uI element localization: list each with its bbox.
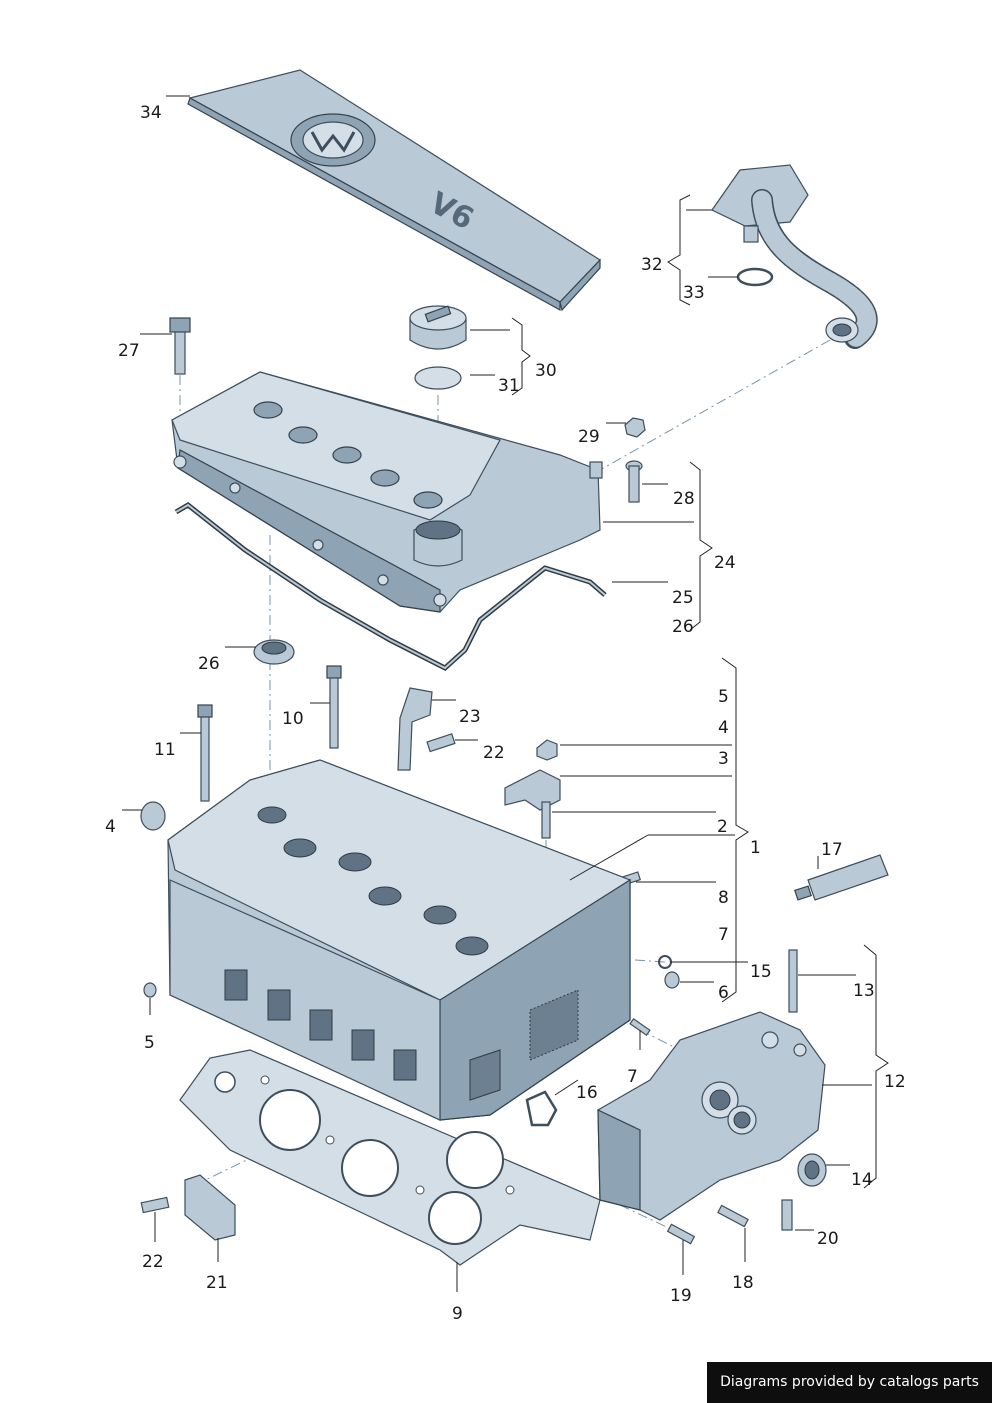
callout-12: 12 (884, 1072, 906, 1092)
engine-cover: V6 (187, 69, 601, 312)
callout-26-left: 26 (198, 654, 220, 674)
pin-7 (629, 1017, 651, 1037)
bolt-20 (781, 1199, 793, 1231)
callout-17: 17 (821, 840, 843, 860)
breather-hose (711, 164, 878, 349)
bolt-22-lower (140, 1196, 170, 1214)
oil-filler-cap (409, 305, 467, 350)
seal-16 (525, 1090, 558, 1127)
filler-cap-seal-ring (414, 366, 462, 390)
callout-32: 32 (641, 255, 663, 275)
callout-23: 23 (459, 707, 481, 727)
callout-4-left: 4 (105, 817, 116, 837)
shaft-seal-14 (797, 1153, 827, 1187)
callout-13: 13 (853, 981, 875, 1001)
hose-seal-ring (736, 267, 774, 287)
callout-15: 15 (750, 962, 772, 982)
stud-2 (541, 801, 551, 839)
callout-6: 6 (718, 983, 729, 1003)
callout-22-upper: 22 (483, 743, 505, 763)
callout-5-right: 5 (718, 687, 729, 707)
callout-25: 25 (672, 588, 694, 608)
bushing-28 (625, 460, 643, 503)
callout-27: 27 (118, 341, 140, 361)
cylinder-head-gasket (179, 1049, 601, 1266)
callout-22-lower: 22 (142, 1252, 164, 1272)
callout-16: 16 (576, 1083, 598, 1103)
cylinder-head-cover (171, 371, 603, 613)
plug-5 (143, 982, 157, 998)
callout-4-right: 4 (718, 718, 729, 738)
head-cover-gasket (174, 501, 607, 672)
callout-20: 20 (817, 1229, 839, 1249)
nut-29 (624, 417, 646, 438)
callout-2: 2 (717, 817, 728, 837)
bolt-11 (197, 704, 213, 802)
callout-30: 30 (535, 361, 557, 381)
callout-29: 29 (578, 427, 600, 447)
bolt-19 (666, 1223, 696, 1245)
callout-1: 1 (750, 838, 761, 858)
bearing-cap-3-4 (504, 739, 561, 811)
callout-24: 24 (714, 553, 736, 573)
callout-33: 33 (683, 283, 705, 303)
callout-26-right: 26 (672, 617, 694, 637)
callout-14: 14 (851, 1170, 873, 1190)
plug-4 (140, 801, 166, 831)
callout-11: 11 (154, 740, 176, 760)
callout-9: 9 (452, 1304, 463, 1324)
grouping-braces (511, 194, 889, 1189)
callout-8: 8 (718, 888, 729, 908)
tube-17 (794, 854, 889, 901)
callout-34: 34 (140, 103, 162, 123)
callout-numbers: 34 27 30 31 32 33 29 28 24 25 26 26 5 4 … (105, 103, 906, 1324)
callout-31: 31 (498, 376, 520, 396)
callout-7-right: 7 (718, 925, 729, 945)
callout-3: 3 (718, 749, 729, 769)
bracket-23 (397, 687, 433, 771)
bracket-21 (184, 1174, 236, 1241)
timing-housing (597, 1011, 826, 1221)
callout-18: 18 (732, 1273, 754, 1293)
cylinder-head (167, 759, 632, 1121)
bolt-10 (326, 665, 342, 749)
bolt-22-upper (426, 733, 456, 753)
stud-13 (788, 949, 798, 1013)
callout-28: 28 (673, 489, 695, 509)
callout-19: 19 (670, 1286, 692, 1306)
callout-10: 10 (282, 709, 304, 729)
callout-7-lower: 7 (627, 1067, 638, 1087)
bolt-27 (169, 317, 191, 375)
callout-21: 21 (206, 1273, 228, 1293)
attribution-banner: Diagrams provided by catalogs parts (707, 1362, 992, 1403)
callout-5-left: 5 (144, 1033, 155, 1053)
leader-lines (122, 95, 872, 1292)
spark-plug-seal (253, 639, 295, 665)
plug-6 (664, 971, 680, 989)
bolt-18 (717, 1204, 749, 1228)
